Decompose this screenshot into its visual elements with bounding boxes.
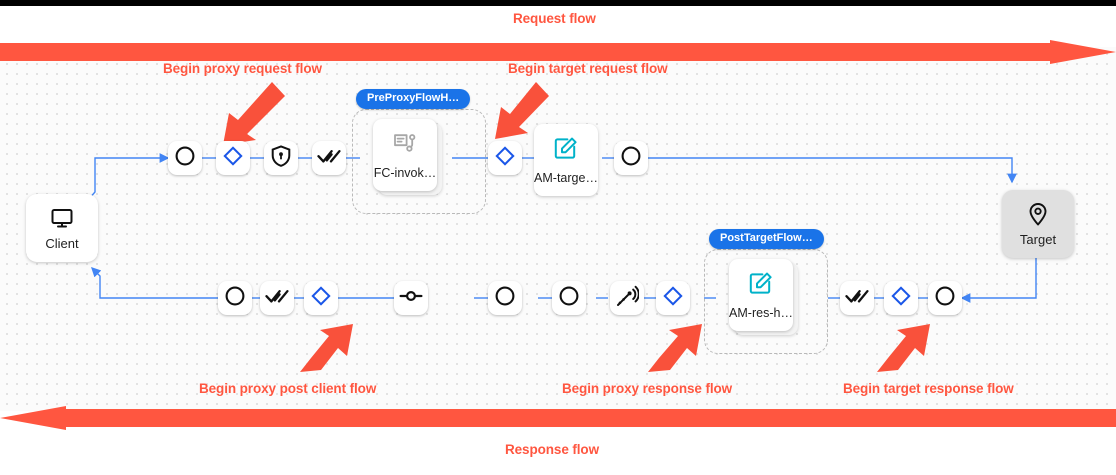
- node-response-circle-1[interactable]: [218, 281, 252, 315]
- shield-lock-icon: [271, 144, 291, 172]
- circle-icon: [558, 285, 580, 312]
- endpoint-client[interactable]: Client: [26, 194, 98, 262]
- monitor-icon: [50, 206, 74, 233]
- node-request-diamond-1[interactable]: [216, 141, 250, 175]
- callout-target-request-flow: Begin target request flow: [508, 61, 668, 76]
- hook-group-post-target-flow[interactable]: [704, 249, 828, 354]
- endpoint-target[interactable]: Target: [1002, 190, 1074, 258]
- node-response-circle-2[interactable]: [488, 281, 522, 315]
- diamond-icon: [891, 285, 911, 311]
- circle-icon: [174, 145, 196, 172]
- circle-icon: [494, 285, 516, 312]
- card-am-target[interactable]: AM-targe…: [534, 124, 598, 196]
- node-response-diamond-1[interactable]: [304, 281, 338, 315]
- node-response-diamond-2[interactable]: [656, 281, 690, 315]
- request-flow-banner-label: Request flow: [513, 11, 596, 26]
- diamond-icon: [663, 285, 683, 311]
- double-check-icon: [317, 148, 341, 169]
- endpoint-client-label: Client: [45, 236, 79, 251]
- node-response-double-check-1[interactable]: [260, 281, 294, 315]
- diamond-icon: [223, 145, 243, 171]
- endpoint-target-label: Target: [1019, 232, 1057, 247]
- flow-callout-icon: [392, 131, 418, 160]
- diagram-canvas[interactable]: [0, 47, 1116, 411]
- hook-pill-pre-proxy-flow[interactable]: PreProxyFlowH…: [356, 89, 471, 109]
- callout-proxy-post-client-flow: Begin proxy post client flow: [199, 381, 377, 396]
- location-pin-icon: [1027, 202, 1049, 229]
- node-response-double-check-2[interactable]: [840, 281, 874, 315]
- response-flow-arrow-bar: [0, 406, 1116, 430]
- card-am-target-label: AM-targe…: [534, 170, 598, 185]
- node-response-circle-3[interactable]: [552, 281, 586, 315]
- double-check-icon: [265, 288, 289, 309]
- node-request-shield-lock[interactable]: [264, 141, 298, 175]
- node-response-flow-node[interactable]: [394, 281, 428, 315]
- hook-pill-post-target-flow[interactable]: PostTargetFlow…: [709, 229, 824, 249]
- diamond-icon: [495, 145, 515, 171]
- hook-group-pre-proxy-flow[interactable]: [352, 109, 486, 214]
- circle-icon: [934, 285, 956, 312]
- broadcast-icon: [615, 284, 640, 313]
- callout-proxy-request-flow: Begin proxy request flow: [163, 61, 322, 76]
- top-black-strip: [0, 0, 1116, 6]
- response-flow-banner-label: Response flow: [505, 442, 599, 457]
- double-check-icon: [845, 288, 869, 309]
- node-response-diamond-3[interactable]: [884, 281, 918, 315]
- node-response-broadcast[interactable]: [610, 281, 644, 315]
- node-request-circle-2[interactable]: [614, 141, 648, 175]
- diamond-icon: [311, 285, 331, 311]
- hook-card-fc-invoke-label: FC-invok…: [373, 165, 437, 180]
- callout-target-response-flow: Begin target response flow: [843, 381, 1014, 396]
- node-request-double-check-1[interactable]: [312, 141, 346, 175]
- edit-square-icon: [553, 136, 579, 165]
- node-response-circle-4[interactable]: [928, 281, 962, 315]
- edit-square-icon: [748, 271, 774, 300]
- flow-node-icon: [399, 288, 423, 309]
- circle-icon: [620, 145, 642, 172]
- node-request-circle-1[interactable]: [168, 141, 202, 175]
- hook-card-fc-invoke[interactable]: FC-invok…: [373, 119, 437, 191]
- request-flow-arrow-bar: [0, 40, 1116, 64]
- hook-card-am-res-h[interactable]: AM-res-h…: [729, 259, 793, 331]
- node-request-diamond-2[interactable]: [488, 141, 522, 175]
- callout-proxy-response-flow: Begin proxy response flow: [562, 381, 733, 396]
- circle-icon: [224, 285, 246, 312]
- hook-card-am-res-h-label: AM-res-h…: [729, 305, 793, 320]
